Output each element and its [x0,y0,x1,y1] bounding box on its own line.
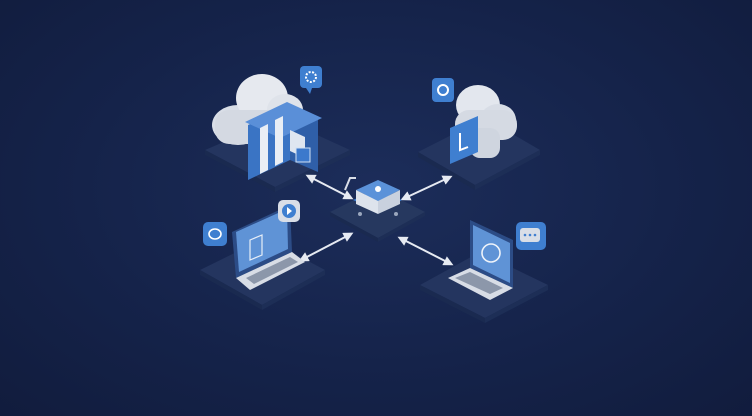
chat-icon [203,222,227,246]
play-icon [278,200,300,222]
message-dots-icon [516,222,546,250]
lock-icon [481,243,501,263]
app-icon [450,116,478,164]
shelf-icon [249,234,263,261]
gear-icon [300,66,322,94]
store-icon [212,74,322,180]
eye-icon [432,78,454,102]
cart-icon [344,177,402,216]
connection-arrow-bottom-right [397,236,454,266]
connection-arrow-top-right [400,175,453,201]
laptop-icon [448,220,513,300]
connection-arrow-top-left [305,174,354,200]
connection-arrow-bottom-left [298,232,354,262]
box-icon [375,186,381,192]
laptop-icon [232,205,305,290]
